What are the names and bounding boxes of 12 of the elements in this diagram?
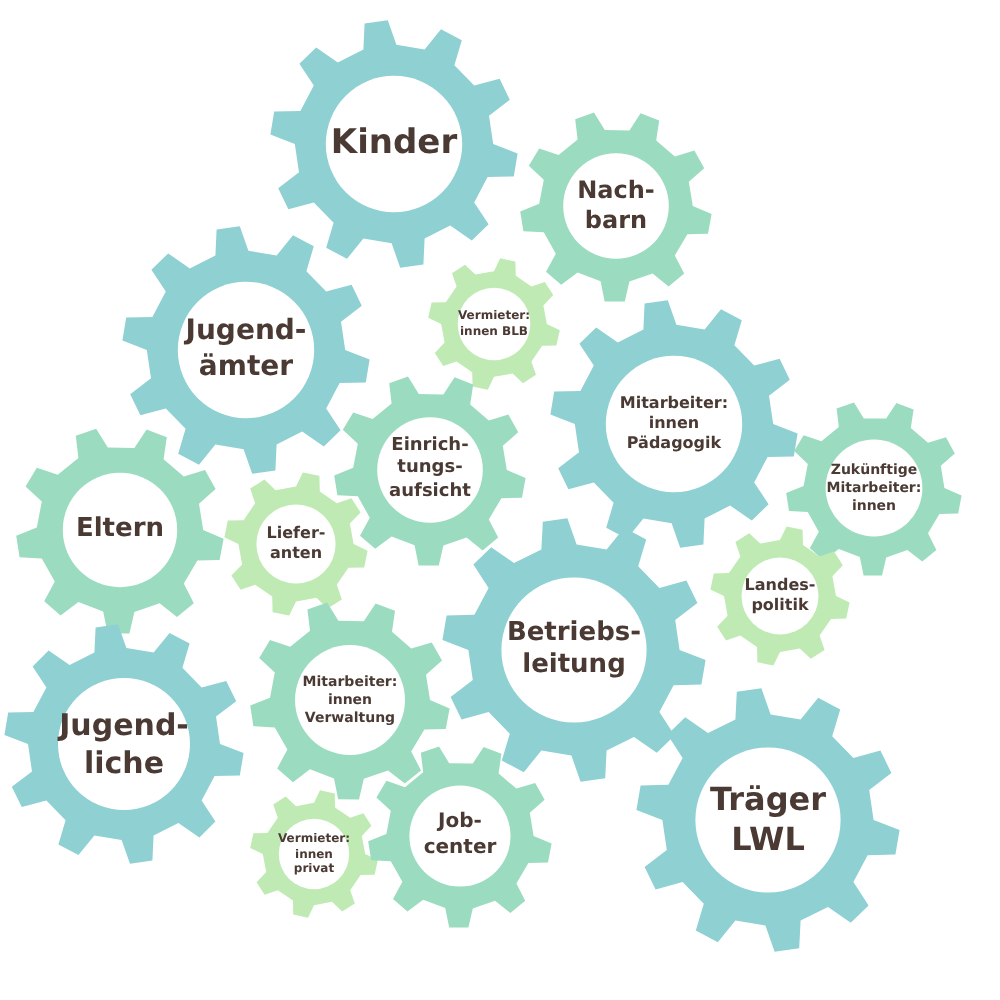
gear-label: Träger LWL bbox=[707, 780, 829, 860]
gear-label: Job- center bbox=[421, 811, 499, 861]
gear-label: Mitarbeiter: innen Pädagogik bbox=[617, 394, 731, 454]
gear-label: Liefer- anten bbox=[264, 524, 328, 564]
gear-label: Eltern bbox=[73, 513, 167, 547]
gear-label: Kinder bbox=[328, 122, 460, 166]
gear-label: Einrich- tungs- aufsicht bbox=[387, 436, 473, 504]
gear-label: Nach- barn bbox=[575, 176, 657, 236]
gear-label: Betriebs- leitung bbox=[504, 617, 644, 683]
gear-label: Jugend- ämter bbox=[182, 315, 309, 385]
gear-label: Landes- politik bbox=[742, 576, 818, 616]
gear-label: Jugend- liche bbox=[58, 706, 190, 782]
